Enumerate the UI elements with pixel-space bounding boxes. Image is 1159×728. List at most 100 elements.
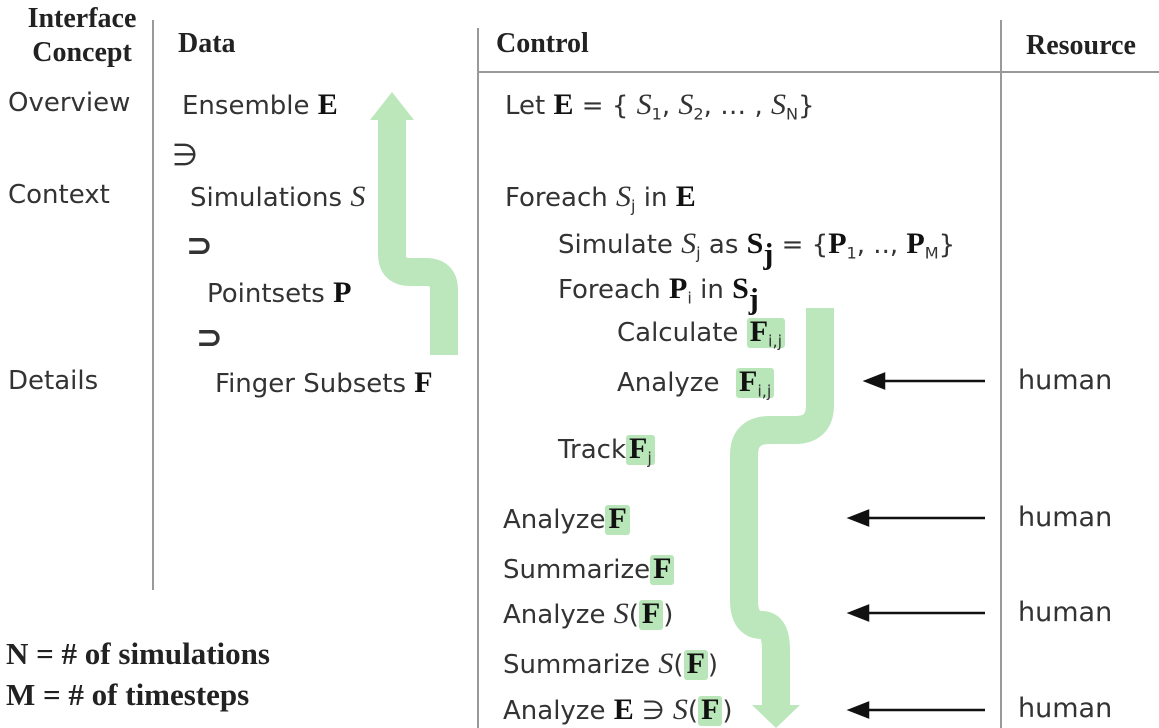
resource-human-3: human xyxy=(1018,597,1113,628)
analyze4-E: E xyxy=(613,693,634,726)
upward-flow-arrow xyxy=(370,92,458,355)
track-F: F xyxy=(629,432,648,465)
let-s1-sub: 1 xyxy=(651,104,662,124)
simulate-P1: P xyxy=(828,227,847,260)
foreach-E: E xyxy=(675,180,696,213)
analyze1-label: Analyze xyxy=(617,368,720,398)
data-finger-subsets: Finger Subsets F xyxy=(215,366,433,400)
analyze4-ni: ∋ xyxy=(642,696,665,726)
resource-human-2: human xyxy=(1018,502,1113,533)
data-superset-1: ⊃ xyxy=(186,226,213,264)
calc-F: F xyxy=(749,315,769,348)
analyze3-close: ) xyxy=(663,600,674,630)
foreach-in: in xyxy=(643,183,668,213)
track-highlight: Fj xyxy=(626,432,655,468)
calculate-highlight: Fi,j xyxy=(746,315,786,351)
data-pointsets: Pointsets P xyxy=(207,276,351,310)
calc-sub: i,j xyxy=(768,331,783,351)
foreach-p-in: in xyxy=(700,275,724,305)
summarize2-open: ( xyxy=(673,650,684,680)
data-superset-2: ⊃ xyxy=(196,318,223,356)
simulate-close: } xyxy=(938,230,956,260)
analyze1-highlight: Fi,j xyxy=(735,365,775,401)
let-sn-sub: N xyxy=(785,104,799,124)
summarize1-F: F xyxy=(653,552,672,585)
analyze2-F: F xyxy=(608,502,627,535)
legend-n-definition: N = # of simulations xyxy=(6,636,270,671)
let-close: } xyxy=(798,91,815,121)
simulate-S-sub: j xyxy=(763,237,774,271)
control-analyze-4: Analyze E ∋ S(F) xyxy=(503,693,733,727)
analyze1-F: F xyxy=(738,365,758,398)
concept-context: Context xyxy=(8,180,110,210)
control-foreach-sim: Foreach Sj in E xyxy=(505,180,696,216)
analyze3-S: S xyxy=(613,597,629,630)
control-analyze-3: Analyze S(F) xyxy=(503,597,673,631)
finger-symbol: F xyxy=(414,366,433,399)
track-sub: j xyxy=(647,448,652,468)
simulate-sub: j xyxy=(696,243,701,263)
analyze3-F: F xyxy=(641,597,661,630)
concept-details: Details xyxy=(8,366,99,396)
let-s1: S xyxy=(636,88,652,121)
foreach-sim-s: S xyxy=(616,180,632,213)
header-resource: Resource xyxy=(1026,30,1136,61)
simulate-P1-sub: 1 xyxy=(846,243,857,263)
foreach-p-S-sub: j xyxy=(748,282,759,316)
control-analyze-1: Analyze Fi,j xyxy=(617,365,775,401)
let-eq: = { xyxy=(581,91,629,121)
control-simulate: Simulate Sj as Sj = {P1, .., PM} xyxy=(558,227,955,272)
foreach-sim-sub: j xyxy=(631,196,636,216)
summarize2-S: S xyxy=(658,647,674,680)
summarize2-F: F xyxy=(686,647,705,680)
simulate-S: S xyxy=(746,227,764,260)
control-calculate: Calculate Fi,j xyxy=(617,315,786,351)
analyze4-close: ) xyxy=(722,696,733,726)
resource-arrows xyxy=(846,372,985,719)
analyze3-open: ( xyxy=(628,600,639,630)
summarize1-highlight: F xyxy=(650,552,675,585)
analyze4-S: S xyxy=(672,693,688,726)
let-label: Let xyxy=(505,91,546,121)
track-label: Track xyxy=(558,435,627,465)
simulations-symbol: S xyxy=(350,180,366,213)
pointsets-symbol: P xyxy=(333,276,352,309)
let-E: E xyxy=(553,88,574,121)
analyze4-open: ( xyxy=(687,696,699,726)
resource-human-4: human xyxy=(1018,693,1113,724)
concept-overview: Overview xyxy=(8,88,131,118)
header-interface-concept: Interface Concept xyxy=(27,3,137,68)
header-data: Data xyxy=(178,28,236,59)
analyze4-highlight: F xyxy=(698,693,723,726)
analyze4-label: Analyze xyxy=(503,696,606,726)
ensemble-label: Ensemble xyxy=(182,91,310,121)
simulate-as: as xyxy=(708,230,739,260)
summarize2-highlight: F xyxy=(683,647,708,680)
foreach-p-P: P xyxy=(669,272,688,305)
let-dots: , … , xyxy=(703,91,763,121)
analyze2-highlight: F xyxy=(605,502,630,535)
foreach-p-S: S xyxy=(732,272,749,305)
simulate-eq: = { xyxy=(781,230,829,260)
foreach-p-sub: i xyxy=(687,288,692,308)
simulate-PM-sub: M xyxy=(924,243,939,263)
summarize1-label: Summarize xyxy=(503,555,651,585)
analyze3-label: Analyze xyxy=(503,600,606,630)
header-control: Control xyxy=(496,28,589,59)
simulate-dots: , .., xyxy=(856,230,907,260)
data-contains-symbol: ∋ xyxy=(172,138,199,173)
let-s2: S xyxy=(678,88,694,121)
calculate-label: Calculate xyxy=(617,318,739,348)
summarize2-label: Summarize xyxy=(503,650,651,680)
simulations-label: Simulations xyxy=(190,183,343,213)
finger-label: Finger Subsets xyxy=(215,369,406,399)
legend-m-definition: M = # of timesteps xyxy=(6,677,250,712)
pointsets-label: Pointsets xyxy=(207,279,325,309)
control-summarize-2: Summarize S(F) xyxy=(503,647,718,681)
data-simulations: Simulations S xyxy=(190,180,365,214)
downward-flow-arrow xyxy=(730,308,834,728)
ensemble-symbol: E xyxy=(317,88,338,121)
